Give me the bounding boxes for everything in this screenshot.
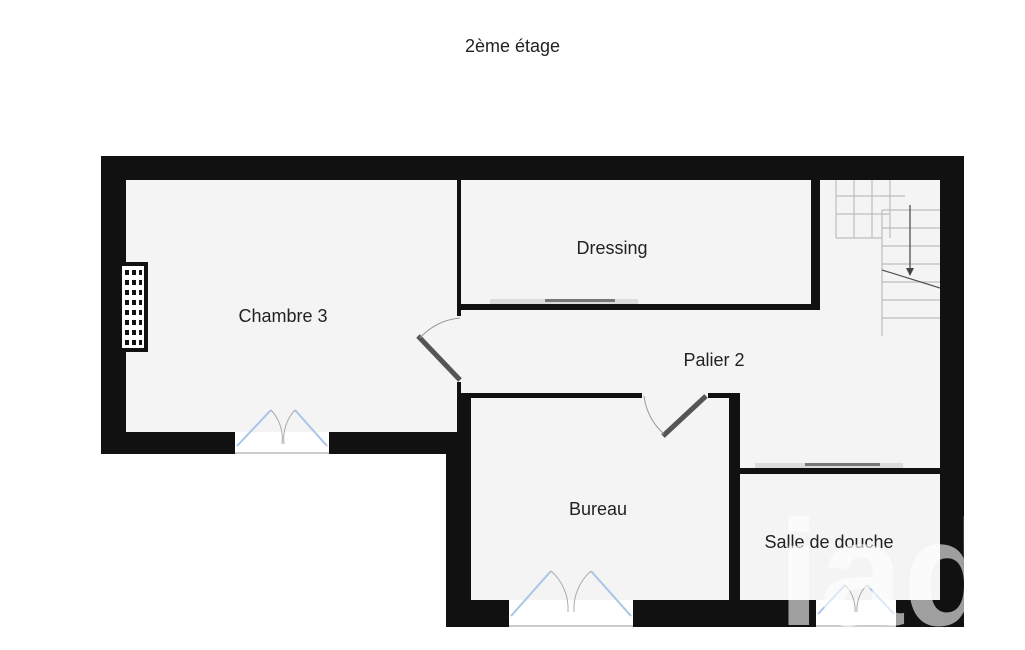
floor-palier-2 <box>461 310 940 393</box>
window-chambre-3 <box>235 409 329 454</box>
wall-outlet-icon <box>690 601 698 609</box>
room-labels: Chambre 3 Dressing Palier 2 Bureau Salle… <box>238 238 893 552</box>
room-label-bureau: Bureau <box>569 499 627 519</box>
sliding-door-dressing <box>490 299 638 304</box>
door-bureau <box>642 391 708 438</box>
window-salle-de-douche <box>816 584 896 627</box>
window-bureau <box>509 570 633 627</box>
floor-bureau <box>471 398 729 600</box>
room-label-dressing: Dressing <box>576 238 647 258</box>
wall-stub <box>418 432 462 454</box>
watermark-logo: iad <box>778 489 995 650</box>
plan-title: 2ème étage <box>464 36 561 56</box>
stair-arrow-icon <box>906 268 914 276</box>
staircase <box>835 180 941 336</box>
room-label-palier-2: Palier 2 <box>683 350 744 370</box>
floor-chambre-3 <box>126 180 457 432</box>
radiator-icon <box>118 262 148 352</box>
room-floors <box>126 180 940 600</box>
sliding-door-salle-de-douche <box>755 463 903 468</box>
floor-salle-de-douche <box>740 474 940 600</box>
floor-palier-2-lower <box>740 390 940 468</box>
room-label-chambre-3: Chambre 3 <box>238 306 327 326</box>
room-label-salle-de-douche: Salle de douche <box>764 532 893 552</box>
door-chambre-3 <box>416 316 463 382</box>
floor-dressing <box>461 180 811 304</box>
